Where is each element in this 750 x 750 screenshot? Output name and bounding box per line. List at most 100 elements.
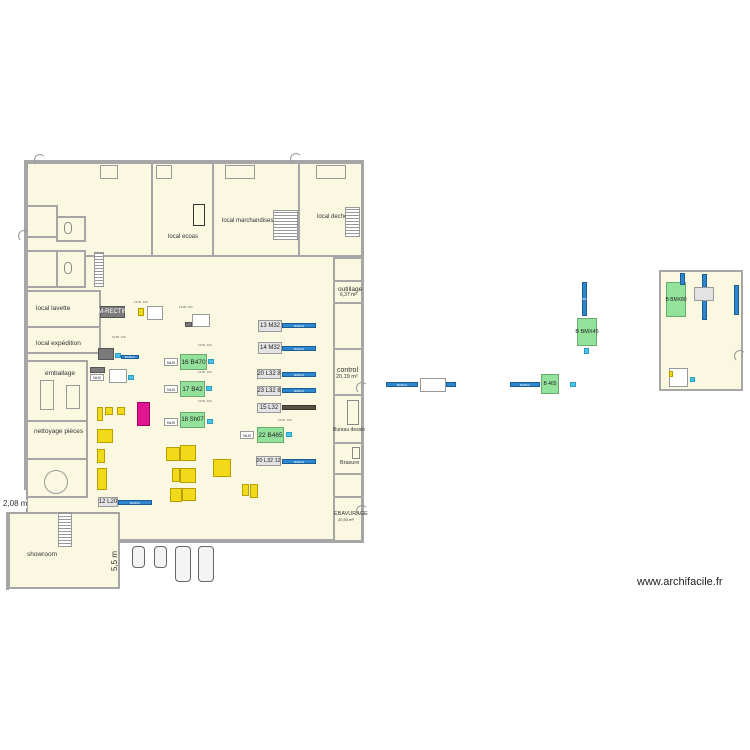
nlb-left[interactable]: NLB bbox=[90, 374, 104, 381]
machine-13-m32[interactable]: 13 M32 bbox=[258, 320, 282, 332]
machine-20-l32-12[interactable]: 20 L32 12 bbox=[256, 456, 281, 466]
machine-mid[interactable] bbox=[420, 378, 446, 392]
machine-yellow-13[interactable] bbox=[182, 488, 196, 501]
machine-annex-yellow[interactable] bbox=[669, 371, 673, 377]
machine-yellow-top[interactable] bbox=[138, 308, 144, 316]
barstock-left-1: BARCA bbox=[121, 355, 139, 359]
barstock-annex bbox=[734, 285, 739, 315]
machine-17-b42[interactable]: 17 B42 bbox=[180, 381, 205, 397]
machine-bmx80[interactable]: B BMX80 bbox=[665, 282, 687, 317]
note-3: 19 BL 100 bbox=[112, 335, 126, 339]
machine-annex-grey[interactable] bbox=[694, 287, 714, 301]
room-nettoyage bbox=[26, 420, 88, 460]
sink-dechets bbox=[316, 165, 346, 179]
note-1: 19 BL 100 bbox=[134, 300, 148, 304]
car-1 bbox=[132, 546, 145, 568]
car-3 bbox=[175, 546, 191, 582]
barstock-23: BARCA bbox=[282, 388, 316, 393]
machine-dark-small[interactable] bbox=[185, 322, 192, 327]
machine-yellow-11[interactable] bbox=[180, 468, 196, 483]
room-label-outillage: outillage bbox=[338, 286, 363, 293]
barstock-bmx80-left bbox=[680, 273, 685, 285]
machine-22-b465[interactable]: 22 B465 bbox=[257, 427, 284, 443]
room-wc-1 bbox=[26, 205, 58, 238]
nlb-16[interactable]: NLB bbox=[164, 358, 178, 366]
machine-small-1[interactable] bbox=[147, 306, 163, 320]
door-right-1[interactable] bbox=[356, 382, 368, 394]
barstock-bmx45: BARCA bbox=[579, 282, 590, 316]
sink-ecoas bbox=[156, 165, 172, 179]
machine-b465[interactable]: B 465 bbox=[541, 374, 559, 394]
door-left-1[interactable] bbox=[18, 230, 30, 242]
door-right-2[interactable] bbox=[356, 505, 368, 517]
room-local-ecoas bbox=[151, 162, 214, 257]
machine-yellow-14[interactable] bbox=[242, 484, 249, 496]
room-label-nettoyage-pieces: nettoyage pièces bbox=[34, 428, 84, 435]
toilet-1 bbox=[64, 222, 72, 234]
room-local-expedition bbox=[26, 326, 101, 354]
room-label-control: control bbox=[337, 367, 359, 374]
nlb-17[interactable]: NLB bbox=[164, 385, 178, 393]
door-top-right[interactable] bbox=[290, 153, 302, 165]
room-label-showroom: showroom bbox=[27, 551, 57, 558]
cyan-bmx45 bbox=[584, 348, 589, 354]
room-label-brasure: Brasure bbox=[340, 460, 360, 466]
machine-rectif[interactable]: M-RECTIF bbox=[98, 306, 127, 318]
machine-23-l32-8[interactable]: 23 L32 8 bbox=[257, 386, 281, 396]
car-4 bbox=[198, 546, 214, 582]
room-label-local-dechets: local dechets bbox=[317, 214, 353, 220]
machine-yellow-4[interactable] bbox=[97, 429, 113, 443]
machine-yellow-7[interactable] bbox=[166, 447, 180, 461]
nlb-18[interactable]: NLB bbox=[164, 418, 178, 426]
cyan-left-1 bbox=[115, 353, 121, 358]
cabinet-ecoas bbox=[193, 204, 205, 226]
machine-yellow-9[interactable] bbox=[213, 459, 231, 477]
machine-annex-small[interactable] bbox=[669, 368, 688, 387]
machine-small-2[interactable] bbox=[192, 314, 210, 327]
room-wc-3 bbox=[26, 250, 58, 288]
machine-20-l32-8[interactable]: 20 L32 8 bbox=[257, 369, 281, 379]
sink-top-left bbox=[100, 165, 118, 179]
car-2 bbox=[154, 546, 167, 568]
machine-magenta[interactable] bbox=[137, 402, 150, 426]
room-label-local-expedition: local expédition bbox=[36, 340, 81, 347]
cyan-annex bbox=[690, 377, 695, 382]
door-annex[interactable] bbox=[734, 350, 746, 362]
machine-bmx45[interactable]: B BMX45 bbox=[575, 318, 599, 346]
machine-15-l32[interactable]: 15 L32 bbox=[257, 403, 281, 413]
room-emballage bbox=[26, 360, 88, 422]
machine-yellow-3[interactable] bbox=[117, 407, 125, 415]
room-area-control: 20,19 m² bbox=[336, 374, 358, 380]
machine-dark-left-2[interactable] bbox=[90, 367, 105, 373]
machine-dark-left[interactable] bbox=[98, 348, 114, 360]
table-brasure bbox=[352, 447, 360, 459]
machine-yellow-2[interactable] bbox=[105, 407, 113, 415]
machine-18-sh07[interactable]: 18 Sh07 bbox=[180, 412, 205, 428]
barstock-15 bbox=[282, 405, 316, 410]
nlb-22[interactable]: NLB bbox=[240, 431, 254, 439]
barstock-12: BARCA bbox=[118, 500, 152, 505]
showroom-wall-left bbox=[6, 512, 9, 590]
machine-yellow-1[interactable] bbox=[97, 407, 103, 421]
room-right-mid bbox=[333, 302, 363, 350]
machine-12-l20[interactable]: 12 L20 bbox=[98, 497, 118, 507]
barstock-b465: BARCA bbox=[510, 382, 540, 387]
room-label-ebavurage: EBAVURAGE bbox=[334, 511, 368, 517]
door-top-left[interactable] bbox=[34, 154, 46, 166]
machine-yellow-8[interactable] bbox=[180, 445, 196, 461]
machine-16-b470[interactable]: 16 B470 bbox=[180, 354, 207, 370]
room-label-local-ecoas: local ecoas bbox=[168, 234, 199, 240]
desk-emballage-2 bbox=[66, 385, 80, 409]
machine-yellow-10[interactable] bbox=[172, 468, 180, 482]
machine-14-m32[interactable]: 14 M32 bbox=[258, 342, 282, 354]
room-outillage bbox=[333, 280, 363, 304]
barstock-mid-left: BARCA bbox=[386, 382, 418, 387]
machine-mv-left[interactable] bbox=[109, 369, 127, 383]
barstock-14: BARCA bbox=[282, 346, 316, 351]
machine-yellow-5[interactable] bbox=[97, 449, 105, 463]
cyan-17 bbox=[206, 386, 212, 391]
machine-yellow-12[interactable] bbox=[170, 488, 182, 502]
room-area-ebavurage: 20,93 m² bbox=[338, 517, 354, 522]
machine-yellow-6[interactable] bbox=[97, 468, 107, 490]
machine-yellow-15[interactable] bbox=[250, 484, 258, 498]
